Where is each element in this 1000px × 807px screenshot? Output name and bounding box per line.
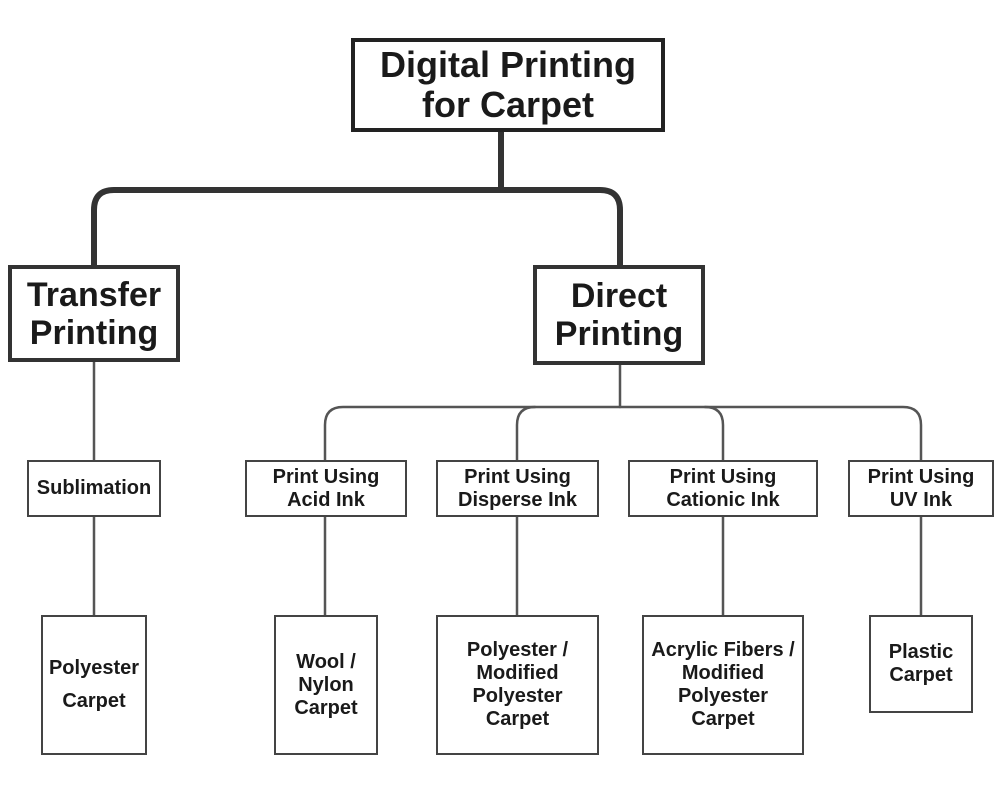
root-title-line-2: for Carpet bbox=[421, 84, 595, 125]
disperse-ink-line-1: Print Using bbox=[464, 465, 571, 488]
acrylic-fibers-line-2: Modified bbox=[681, 662, 765, 684]
direct-printing-line-2: Printing bbox=[554, 315, 684, 353]
wool-nylon-line-3: Carpet bbox=[294, 696, 358, 719]
polyester-carpet-line-1: Polyester bbox=[48, 657, 140, 679]
polyester-carpet-node: Polyester Carpet bbox=[41, 615, 147, 755]
transfer-printing-line-2: Printing bbox=[29, 313, 159, 352]
plastic-carpet-line-1: Plastic bbox=[888, 641, 954, 663]
uv-ink-line-2: UV Ink bbox=[889, 488, 953, 511]
connector-root-branch bbox=[91, 187, 623, 268]
wool-nylon-line-2: Nylon bbox=[298, 673, 354, 696]
polyester-carpet-line-2: Carpet bbox=[62, 690, 126, 712]
polyester-modified-line-4: Carpet bbox=[485, 708, 550, 730]
cationic-ink-line-2: Cationic Ink bbox=[666, 488, 780, 511]
transfer-printing-node: Transfer Printing bbox=[8, 265, 180, 362]
acid-ink-line-1: Print Using bbox=[272, 465, 380, 488]
polyester-modified-line-1: Polyester / bbox=[466, 639, 569, 661]
polyester-modified-carpet-node: Polyester / Modified Polyester Carpet bbox=[436, 615, 599, 755]
wool-nylon-line-1: Wool / bbox=[296, 650, 356, 673]
connector-direct-disperse bbox=[515, 405, 537, 462]
sublimation-label: Sublimation bbox=[36, 477, 152, 499]
acid-ink-node: Print Using Acid Ink bbox=[245, 460, 407, 517]
direct-printing-node: Direct Printing bbox=[533, 265, 705, 365]
plastic-carpet-line-2: Carpet bbox=[889, 664, 953, 686]
polyester-modified-line-3: Polyester bbox=[472, 685, 563, 707]
acrylic-fibers-line-1: Acrylic Fibers / bbox=[651, 639, 795, 661]
root-title-line-1: Digital Printing bbox=[380, 44, 636, 85]
polyester-modified-line-2: Modified bbox=[476, 662, 559, 684]
disperse-ink-line-2: Disperse Ink bbox=[458, 488, 577, 511]
cationic-ink-node: Print Using Cationic Ink bbox=[628, 460, 818, 517]
transfer-printing-line-1: Transfer bbox=[26, 275, 162, 314]
disperse-ink-node: Print Using Disperse Ink bbox=[436, 460, 599, 517]
direct-printing-line-1: Direct bbox=[570, 277, 668, 315]
root-node: Digital Printing for Carpet bbox=[351, 38, 665, 132]
connector-direct-cationic bbox=[703, 405, 725, 462]
plastic-carpet-node: Plastic Carpet bbox=[869, 615, 973, 713]
acid-ink-line-2: Acid Ink bbox=[287, 488, 365, 511]
wool-nylon-carpet-node: Wool / Nylon Carpet bbox=[274, 615, 378, 755]
acrylic-fibers-line-3: Polyester bbox=[677, 685, 769, 707]
uv-ink-node: Print Using UV Ink bbox=[848, 460, 994, 517]
uv-ink-line-1: Print Using bbox=[867, 465, 975, 488]
acrylic-fibers-line-4: Carpet bbox=[691, 708, 755, 730]
connector-direct-branch bbox=[323, 405, 923, 462]
acrylic-fibers-carpet-node: Acrylic Fibers / Modified Polyester Carp… bbox=[642, 615, 804, 755]
sublimation-node: Sublimation bbox=[27, 460, 161, 517]
cationic-ink-line-1: Print Using bbox=[669, 465, 777, 488]
